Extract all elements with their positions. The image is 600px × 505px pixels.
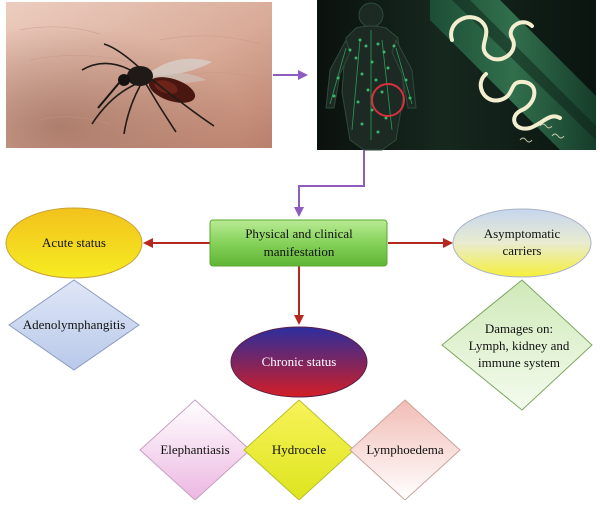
manifestation-box: Physical and clinical manifestation — [210, 220, 387, 266]
lymphoedema-label: Lymphoedema — [366, 442, 443, 457]
elephantiasis-node: Elephantiasis — [140, 400, 250, 500]
hydrocele-node: Hydrocele — [244, 400, 354, 500]
arrow-photo-to-manifestation — [299, 150, 364, 214]
manifestation-label-line1: Physical and clinical — [245, 226, 353, 241]
lymphoedema-node: Lymphoedema — [350, 400, 460, 500]
hydrocele-label: Hydrocele — [272, 442, 326, 457]
asymptomatic-label-line1: Asymptomatic — [484, 226, 561, 241]
adenolymphangitis-label: Adenolymphangitis — [23, 317, 126, 332]
acute-status-node: Acute status — [6, 208, 142, 278]
asymptomatic-label-line2: carriers — [503, 243, 542, 258]
adenolymphangitis-node: Adenolymphangitis — [9, 280, 139, 370]
damages-label-line3: immune system — [478, 355, 560, 370]
damages-node: Damages on: Lymph, kidney and immune sys… — [442, 280, 592, 410]
damages-label-line1: Damages on: — [485, 321, 553, 336]
manifestation-label-line2: manifestation — [264, 244, 335, 259]
elephantiasis-label: Elephantiasis — [160, 442, 229, 457]
lymphatic-worm-photo — [317, 0, 596, 150]
acute-status-label: Acute status — [42, 235, 106, 250]
chronic-status-node: Chronic status — [231, 327, 367, 397]
asymptomatic-node: Asymptomatic carriers — [453, 209, 591, 277]
chronic-status-label: Chronic status — [262, 354, 337, 369]
mosquito-photo — [6, 2, 272, 148]
damages-label-line2: Lymph, kidney and — [469, 338, 570, 353]
